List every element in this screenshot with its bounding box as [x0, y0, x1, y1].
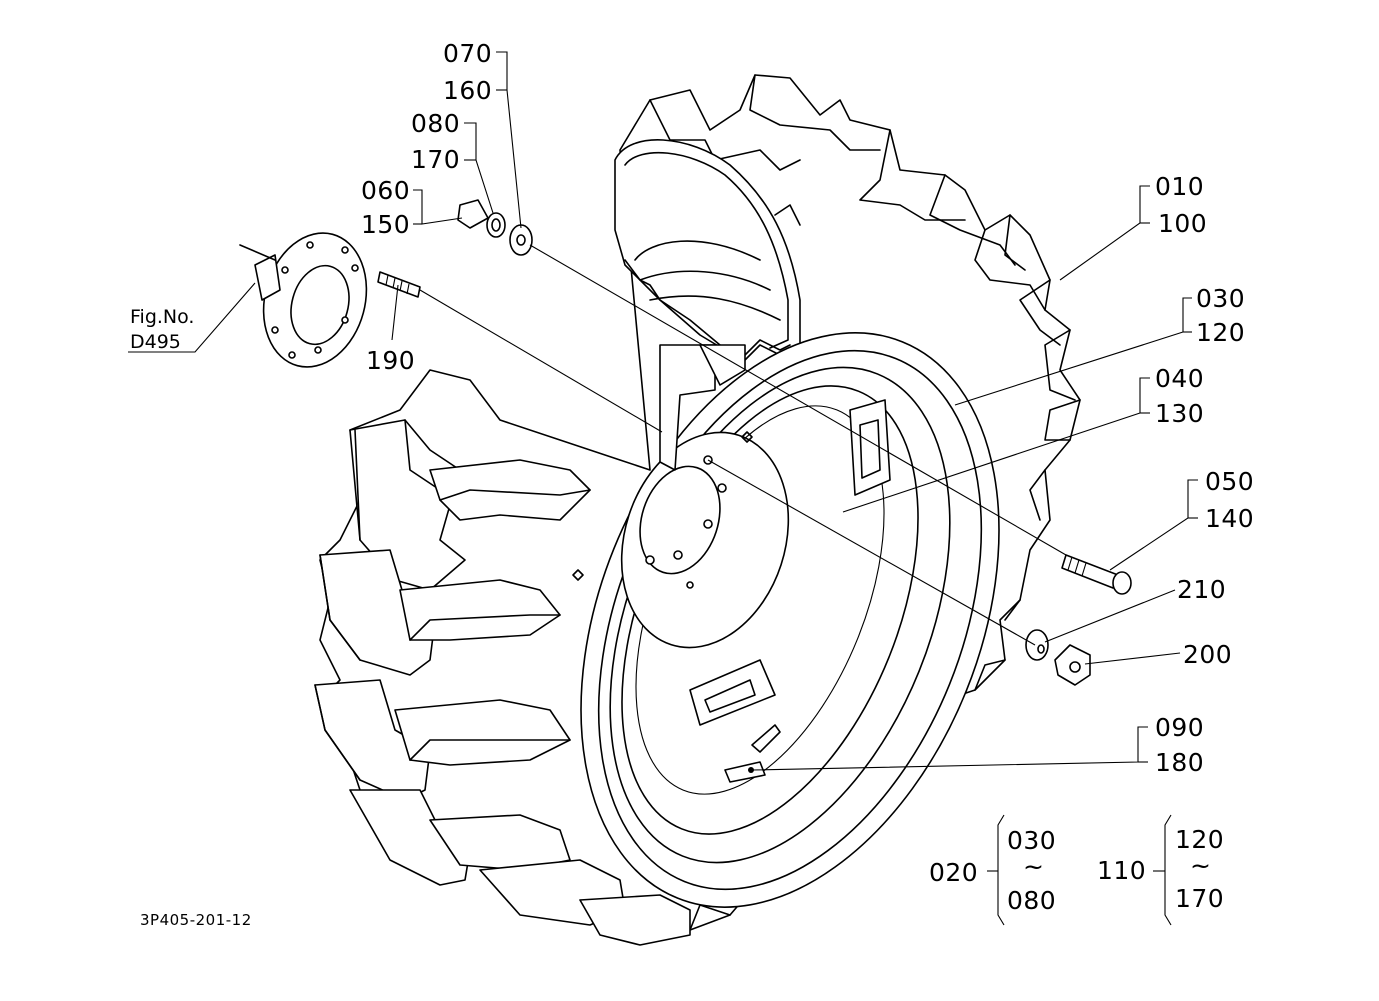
- tire-cross-section: [614, 139, 801, 361]
- nut-and-washers: [457, 199, 533, 256]
- stud-bolt: [377, 271, 421, 298]
- washer-and-nut-lower: [1025, 629, 1091, 686]
- leader-lines: [128, 51, 1198, 926]
- tire-front-lugs: [314, 419, 691, 946]
- wheel-bolt: [1061, 554, 1132, 595]
- axle-hub-flange: [239, 232, 368, 368]
- wheel-rim: [572, 332, 1000, 908]
